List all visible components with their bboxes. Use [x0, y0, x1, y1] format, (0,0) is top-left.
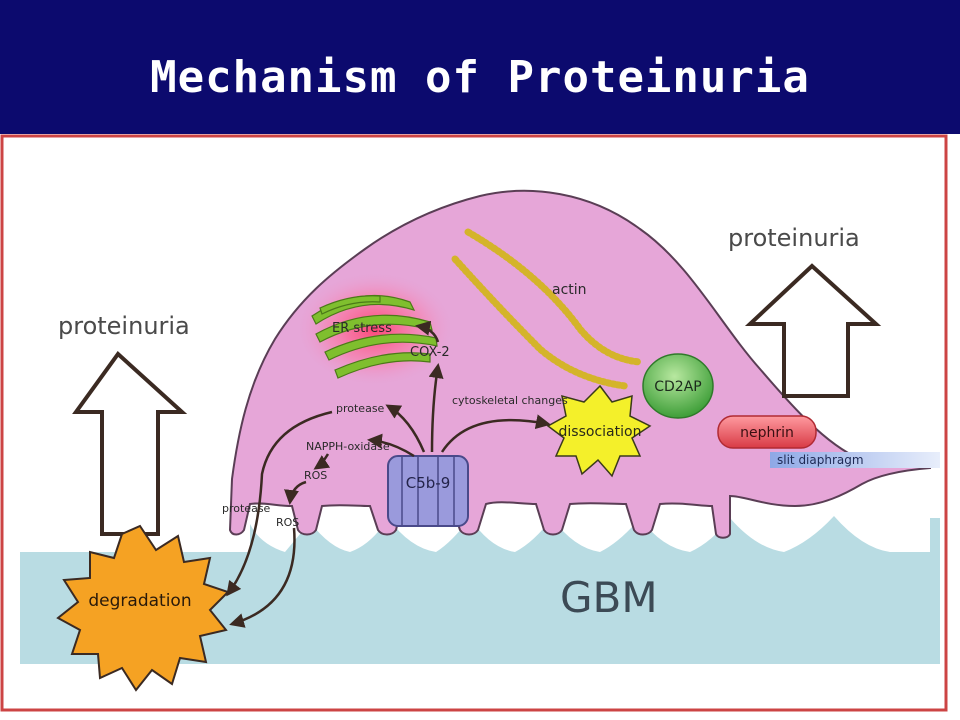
c5b9-label: C5b-9 — [406, 474, 451, 492]
cd2ap-protein — [642, 353, 714, 419]
protease-lower-label: protease — [222, 502, 271, 515]
title-bar: Mechanism of Proteinuria — [0, 0, 960, 134]
slit-diaphragm — [770, 452, 940, 468]
arrow-ros-to-protease-lower — [284, 480, 307, 505]
ros-upper-label: ROS — [304, 469, 327, 482]
arrow-c5b9-to-protease — [385, 404, 426, 453]
proteinuria-right-arrow — [744, 263, 882, 398]
arrow-c5b9-to-napph — [367, 433, 415, 458]
cytoskeletal-changes-label: cytoskeletal changes — [452, 394, 568, 407]
nephrin-label: nephrin — [740, 425, 794, 441]
page-title: Mechanism of Proteinuria — [150, 52, 810, 103]
proteinuria-left-arrow — [72, 351, 188, 536]
gbm-surface — [250, 516, 940, 552]
proteinuria-diagram: GBM actin CD2AP slit diaphragm nephrin d… — [0, 134, 948, 712]
proteinuria-left-label: proteinuria — [58, 312, 190, 340]
er-stress-label: ER stress — [332, 321, 392, 336]
c5b9-complex — [387, 455, 469, 527]
nephrin-protein — [717, 415, 817, 449]
degradation-label: degradation — [88, 591, 191, 611]
slit-diaphragm-label: slit diaphragm — [777, 453, 864, 467]
cd2ap-label: CD2AP — [654, 379, 701, 395]
dissociation-label: dissociation — [559, 424, 642, 440]
cox2-label: COX-2 — [410, 345, 450, 360]
arrow-cox2-to-er — [415, 320, 440, 343]
ros-lower-label: ROS — [276, 516, 299, 529]
pathway-arrows — [226, 320, 551, 628]
arrow-c5b9-to-cytoskeletal — [440, 414, 551, 453]
actin-filament-2 — [451, 255, 629, 390]
arrow-c5b9-to-cox2 — [428, 363, 444, 453]
actin-label: actin — [552, 282, 587, 298]
arrow-protease-to-degradation — [226, 410, 333, 597]
arrow-ros-to-gbm — [229, 527, 296, 628]
degradation-burst — [56, 524, 230, 692]
diagram-frame — [0, 134, 948, 712]
gbm-label: GBM — [560, 573, 658, 622]
protease-upper-label: protease — [336, 402, 385, 415]
arrow-napph-to-ros — [313, 453, 331, 470]
proteinuria-right-label: proteinuria — [728, 224, 860, 252]
dissociation-burst — [546, 384, 652, 478]
actin-filament-1 — [464, 228, 644, 366]
